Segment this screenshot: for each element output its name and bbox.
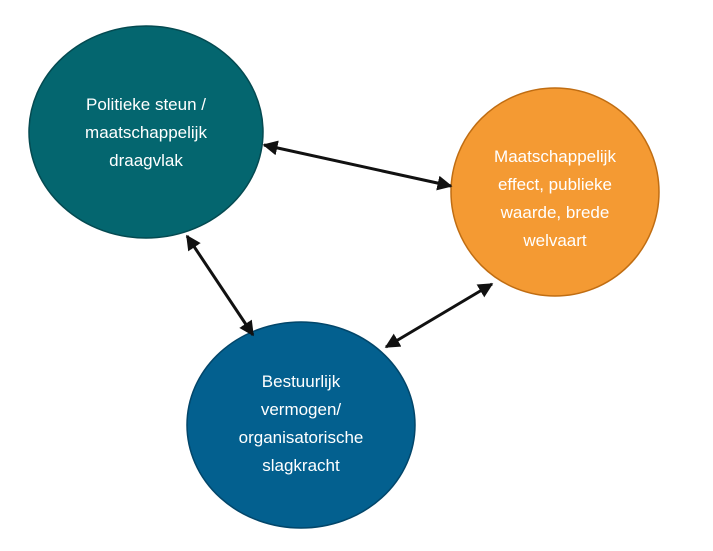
arrow-vermogen-effect <box>384 282 494 349</box>
node-maatschappelijk-effect <box>450 87 660 297</box>
node-label-line: draagvlak <box>109 151 183 170</box>
arrow-steun-effect <box>262 140 453 191</box>
node-label-line: vermogen/ <box>260 400 342 419</box>
node-label-line: Bestuurlijk <box>261 372 341 391</box>
node-label-line: slagkracht <box>262 456 340 475</box>
node-label-line: maatschappelijk <box>85 123 207 142</box>
node-label-line: Politieke steun / <box>85 95 206 114</box>
node-politieke-steun <box>28 25 264 239</box>
node-label-line: organisatorische <box>238 428 364 447</box>
node-label-line: Maatschappelijk <box>494 147 616 166</box>
node-bestuurlijk-vermogen <box>186 321 416 529</box>
arrow-steun-vermogen <box>185 234 255 337</box>
node-label-line: waarde, brede <box>500 203 610 222</box>
node-label-maatschappelijk-effect: Maatschappelijk effect, publieke waarde,… <box>458 143 652 255</box>
node-label-line: welvaart <box>523 231 587 250</box>
node-label-politieke-steun: Politieke steun / maatschappelijk draagv… <box>40 91 252 175</box>
node-label-bestuurlijk-vermogen: Bestuurlijk vermogen/ organisatorische s… <box>196 368 406 480</box>
node-label-line: effect, publieke <box>497 175 613 194</box>
